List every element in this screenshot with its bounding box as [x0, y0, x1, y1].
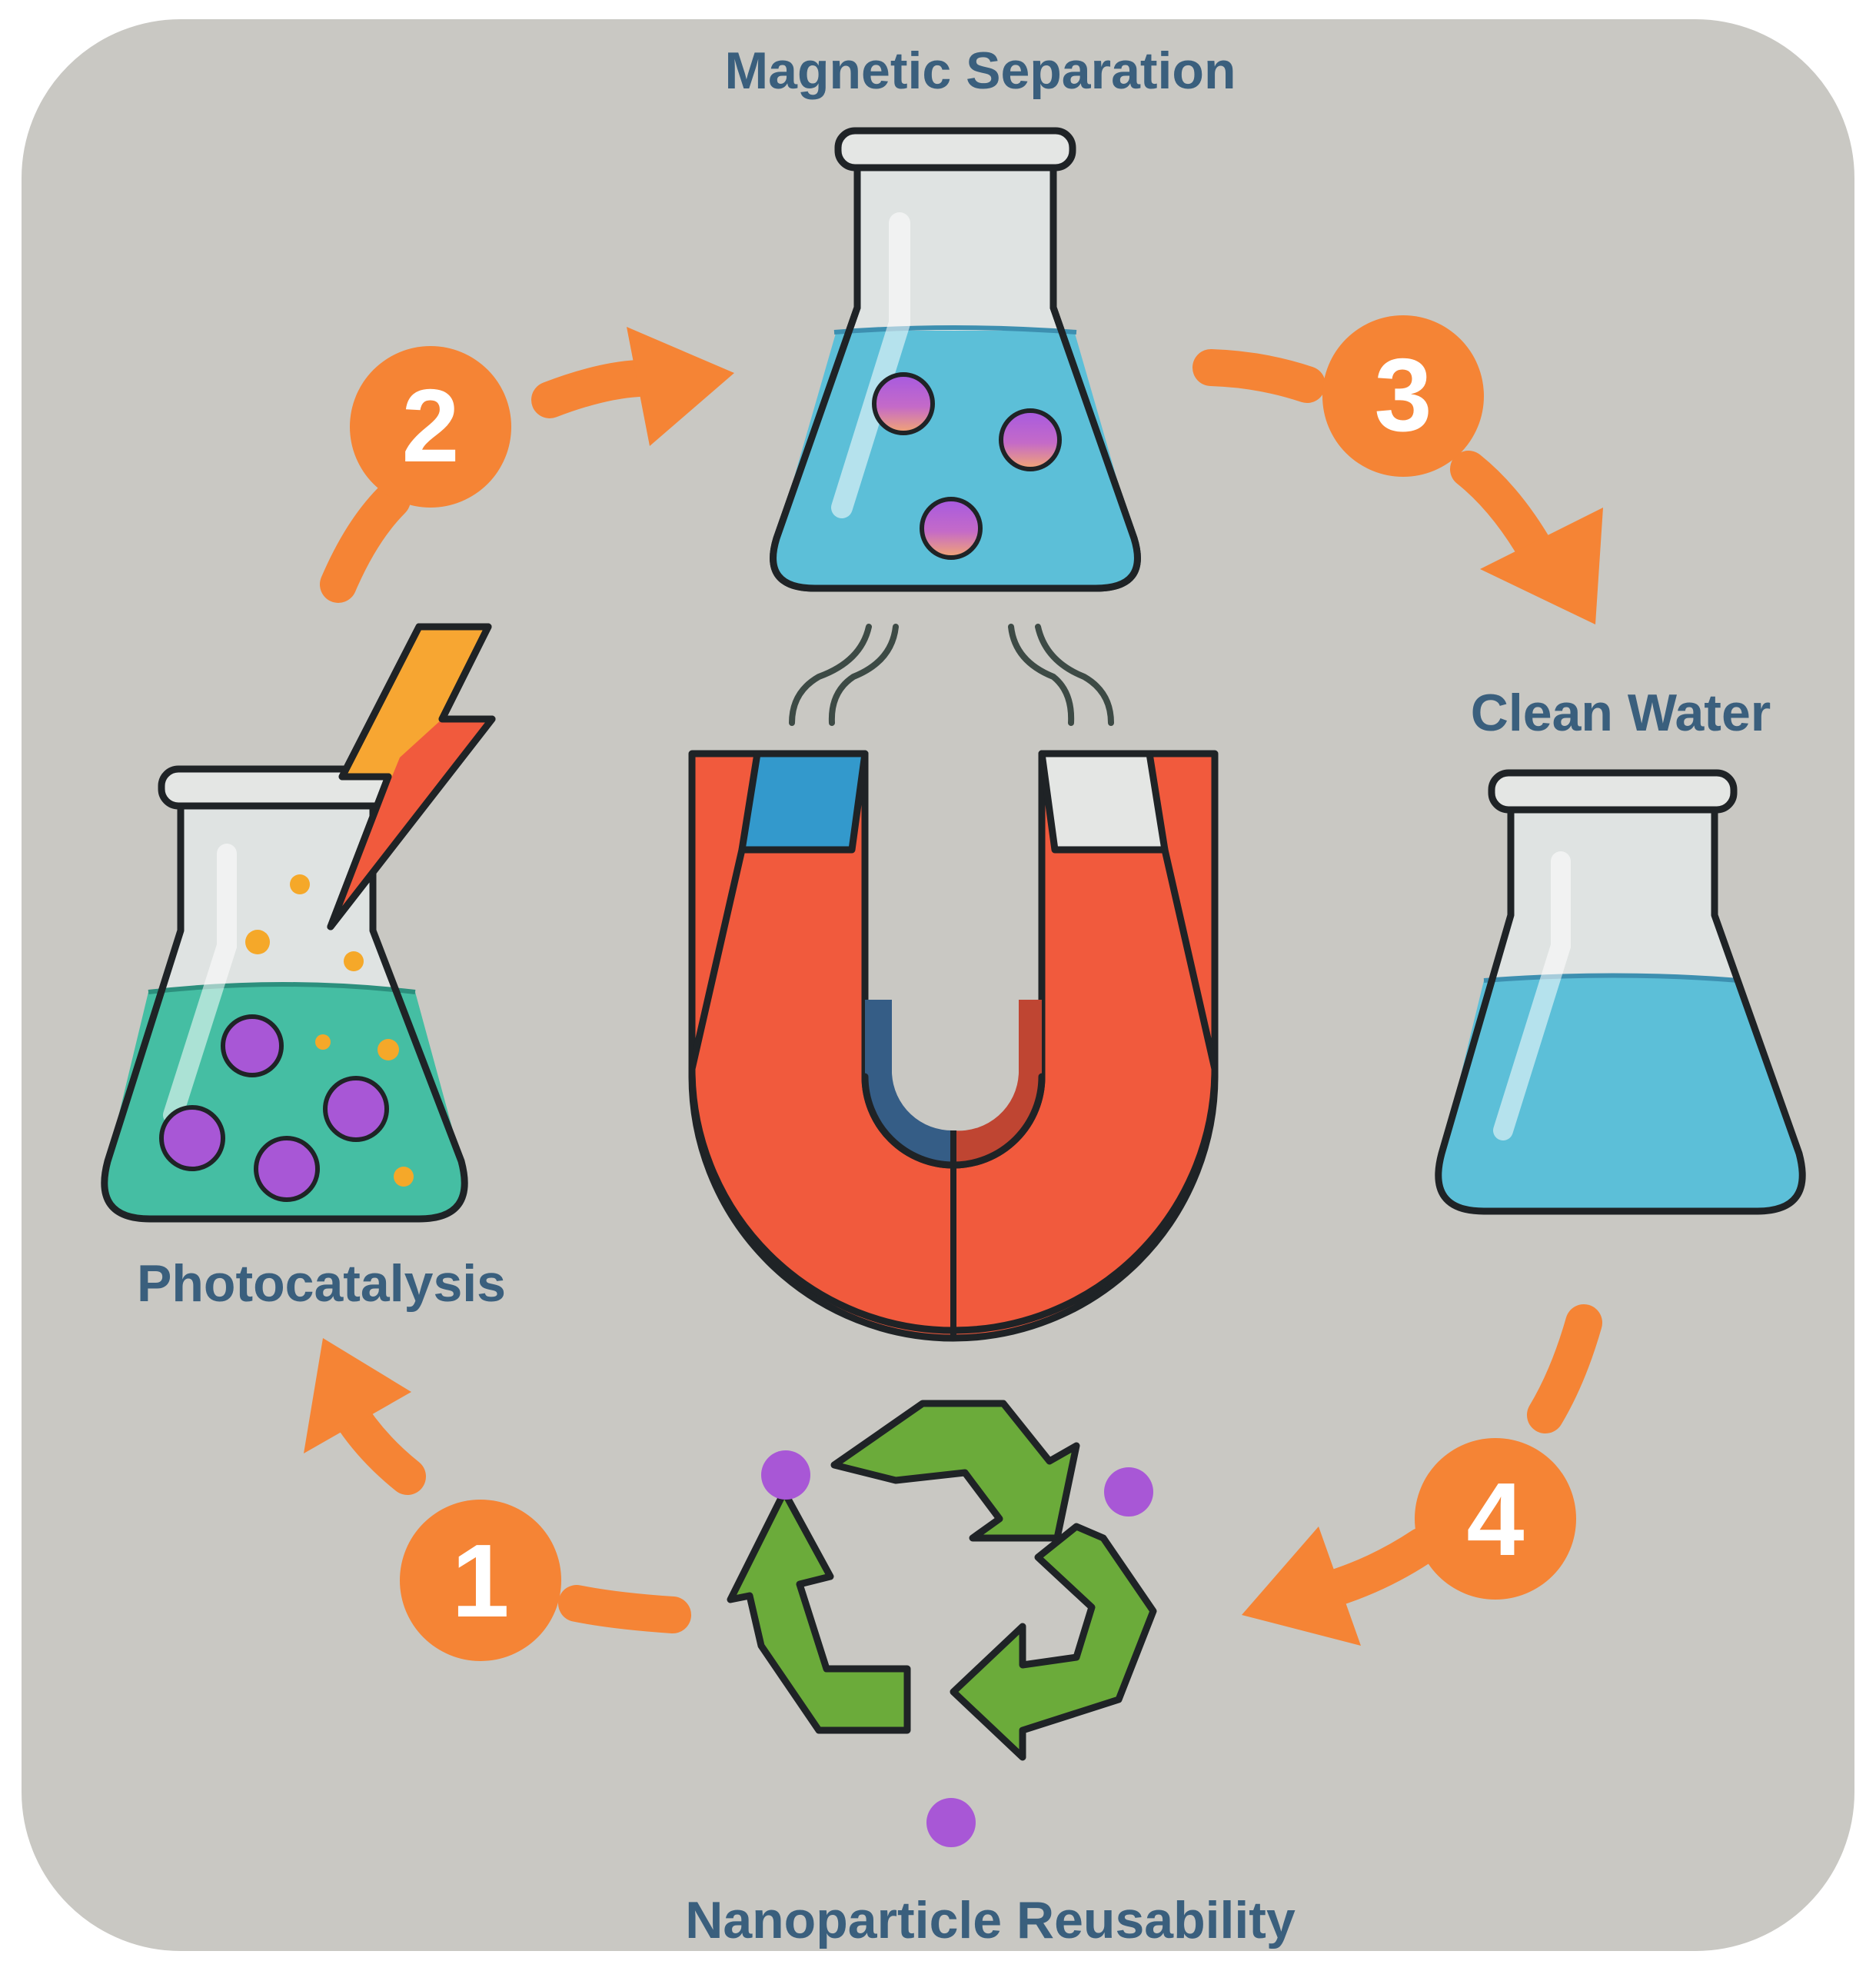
- step-badge-4: 4: [1415, 1438, 1576, 1600]
- step-number-3: 3: [1374, 337, 1432, 453]
- magnetic-field-lines: [789, 624, 1114, 726]
- step-number-1: 1: [451, 1523, 509, 1639]
- lightning-bolt-icon: [327, 623, 496, 931]
- arrow-head-step-3: [1480, 508, 1603, 624]
- nanoparticle: [761, 1450, 810, 1500]
- horseshoe-magnet-icon: [688, 750, 1219, 1342]
- step-badge-3: 3: [1322, 315, 1484, 477]
- reusable-nanoparticles: [761, 1450, 1153, 1847]
- nanoparticles: [159, 1014, 389, 1202]
- flask-with-clean-water-icon: [1435, 769, 1806, 1215]
- nanoparticle: [920, 497, 983, 560]
- arrow-step-3-tail: [1192, 349, 1326, 403]
- arrow-step-1-tail: [558, 1585, 691, 1633]
- label-clean-water: Clean Water: [1471, 684, 1771, 742]
- magnet-north-pole: [738, 750, 869, 854]
- arrow-step-2-head-line: [531, 360, 657, 418]
- arrow-head-step-1: [304, 1338, 411, 1453]
- arrow-step-3-head-line: [1450, 451, 1556, 572]
- arrow-head-step-4: [1242, 1527, 1361, 1646]
- nanoparticle: [999, 408, 1062, 471]
- magnet-south-pole: [1038, 750, 1169, 854]
- step-number-4: 4: [1466, 1461, 1524, 1577]
- step-badge-1: 1: [400, 1500, 561, 1661]
- label-magnetic-separation: Magnetic Separation: [724, 42, 1236, 100]
- step-number-2: 2: [401, 368, 459, 484]
- label-nanoparticle-reusability: Nanoparticle Reusability: [685, 1891, 1296, 1949]
- nanoparticle: [1104, 1467, 1153, 1517]
- arrow-head-step-2: [627, 327, 734, 446]
- label-photocatalysis: Photocatalysis: [137, 1254, 506, 1313]
- recycle-icon: [727, 1400, 1157, 1761]
- background-panel: [17, 15, 1859, 1956]
- arrow-step-4-tail: [1527, 1304, 1602, 1433]
- arrow-heads: [304, 327, 1603, 1646]
- step-badge-2: 2: [350, 346, 511, 508]
- dye-molecules: [245, 874, 414, 1187]
- nanoparticle: [926, 1798, 976, 1847]
- flask-with-nanoparticles-icon: [770, 127, 1141, 592]
- flask-with-dye-and-nanoparticles-icon: [101, 765, 468, 1223]
- nanoparticle: [872, 372, 935, 435]
- arrow-step-2-tail: [320, 481, 411, 603]
